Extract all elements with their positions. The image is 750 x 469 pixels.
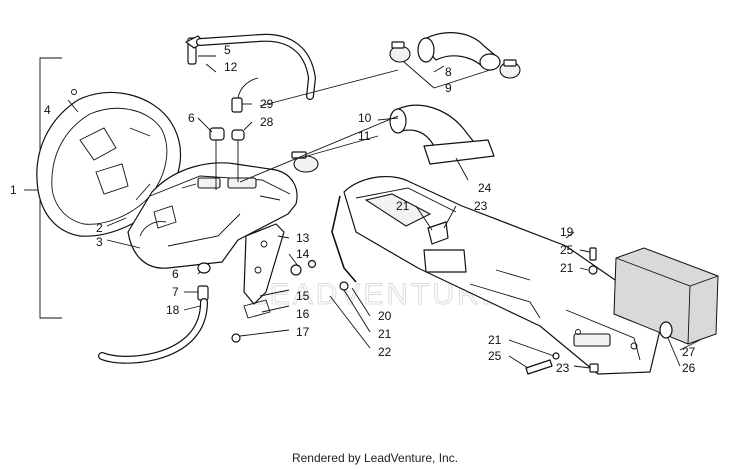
callout-26: 26 xyxy=(682,361,696,375)
callout-24: 24 xyxy=(478,181,492,195)
callout-23-lower: 23 xyxy=(556,361,570,375)
callout-11: 11 xyxy=(358,129,371,143)
callout-21-right: 21 xyxy=(560,261,574,275)
airbox-cover xyxy=(36,89,182,237)
callout-6-upper: 6 xyxy=(188,111,195,125)
air-duct-19 xyxy=(343,175,661,375)
callout-21-lower: 21 xyxy=(488,333,502,347)
callout-2: 2 xyxy=(96,221,103,235)
callout-25-lower: 25 xyxy=(488,349,502,363)
footer-credit: Rendered by LeadVenture, Inc. xyxy=(291,451,459,465)
screw-25-washer-21-lower xyxy=(525,352,560,375)
elbow-10-11 xyxy=(291,104,495,173)
callout-6-lower: 6 xyxy=(172,267,179,281)
leader-lines xyxy=(67,55,701,369)
airbox-housing xyxy=(127,162,298,269)
callout-10: 10 xyxy=(358,111,372,125)
callout-25-right: 25 xyxy=(560,243,574,257)
callout-29: 29 xyxy=(260,97,274,111)
callout-21-mid: 21 xyxy=(378,327,392,341)
callout-3: 3 xyxy=(96,235,103,249)
callout-13: 13 xyxy=(296,231,310,245)
callout-18: 18 xyxy=(166,303,180,317)
callout-7: 7 xyxy=(172,285,179,299)
callout-4: 4 xyxy=(44,103,51,117)
callout-23-top: 23 xyxy=(474,199,488,213)
grommet-6-upper xyxy=(209,127,225,190)
callout-15: 15 xyxy=(296,289,310,303)
callout-5: 5 xyxy=(224,43,231,57)
foam-filter-27 xyxy=(613,247,719,345)
nut-23-lower xyxy=(589,363,599,373)
callout-17: 17 xyxy=(296,325,310,339)
callout-8: 8 xyxy=(445,65,452,79)
callout-16: 16 xyxy=(296,307,310,321)
mounting-bracket xyxy=(231,223,317,343)
breather-hose-5-12 xyxy=(185,33,317,100)
callout-20: 20 xyxy=(378,309,392,323)
callout-21-top: 21 xyxy=(396,199,410,213)
callout-22: 22 xyxy=(378,345,392,359)
fitting-29-28 xyxy=(231,77,259,182)
hose-18 xyxy=(98,298,208,364)
callout-9: 9 xyxy=(445,81,452,95)
callout-14: 14 xyxy=(296,247,310,261)
callouts: 1 2 3 4 5 12 6 6 7 18 29 28 8 9 10 11 24… xyxy=(10,43,696,375)
callout-12: 12 xyxy=(224,60,238,74)
callout-28: 28 xyxy=(260,115,274,129)
callout-1: 1 xyxy=(10,183,17,197)
callout-19: 19 xyxy=(560,225,574,239)
grommet-6-lower xyxy=(197,262,211,301)
screw-25-washer-21-right xyxy=(588,247,598,275)
callout-27: 27 xyxy=(682,345,696,359)
coupler-8-9 xyxy=(389,32,521,79)
